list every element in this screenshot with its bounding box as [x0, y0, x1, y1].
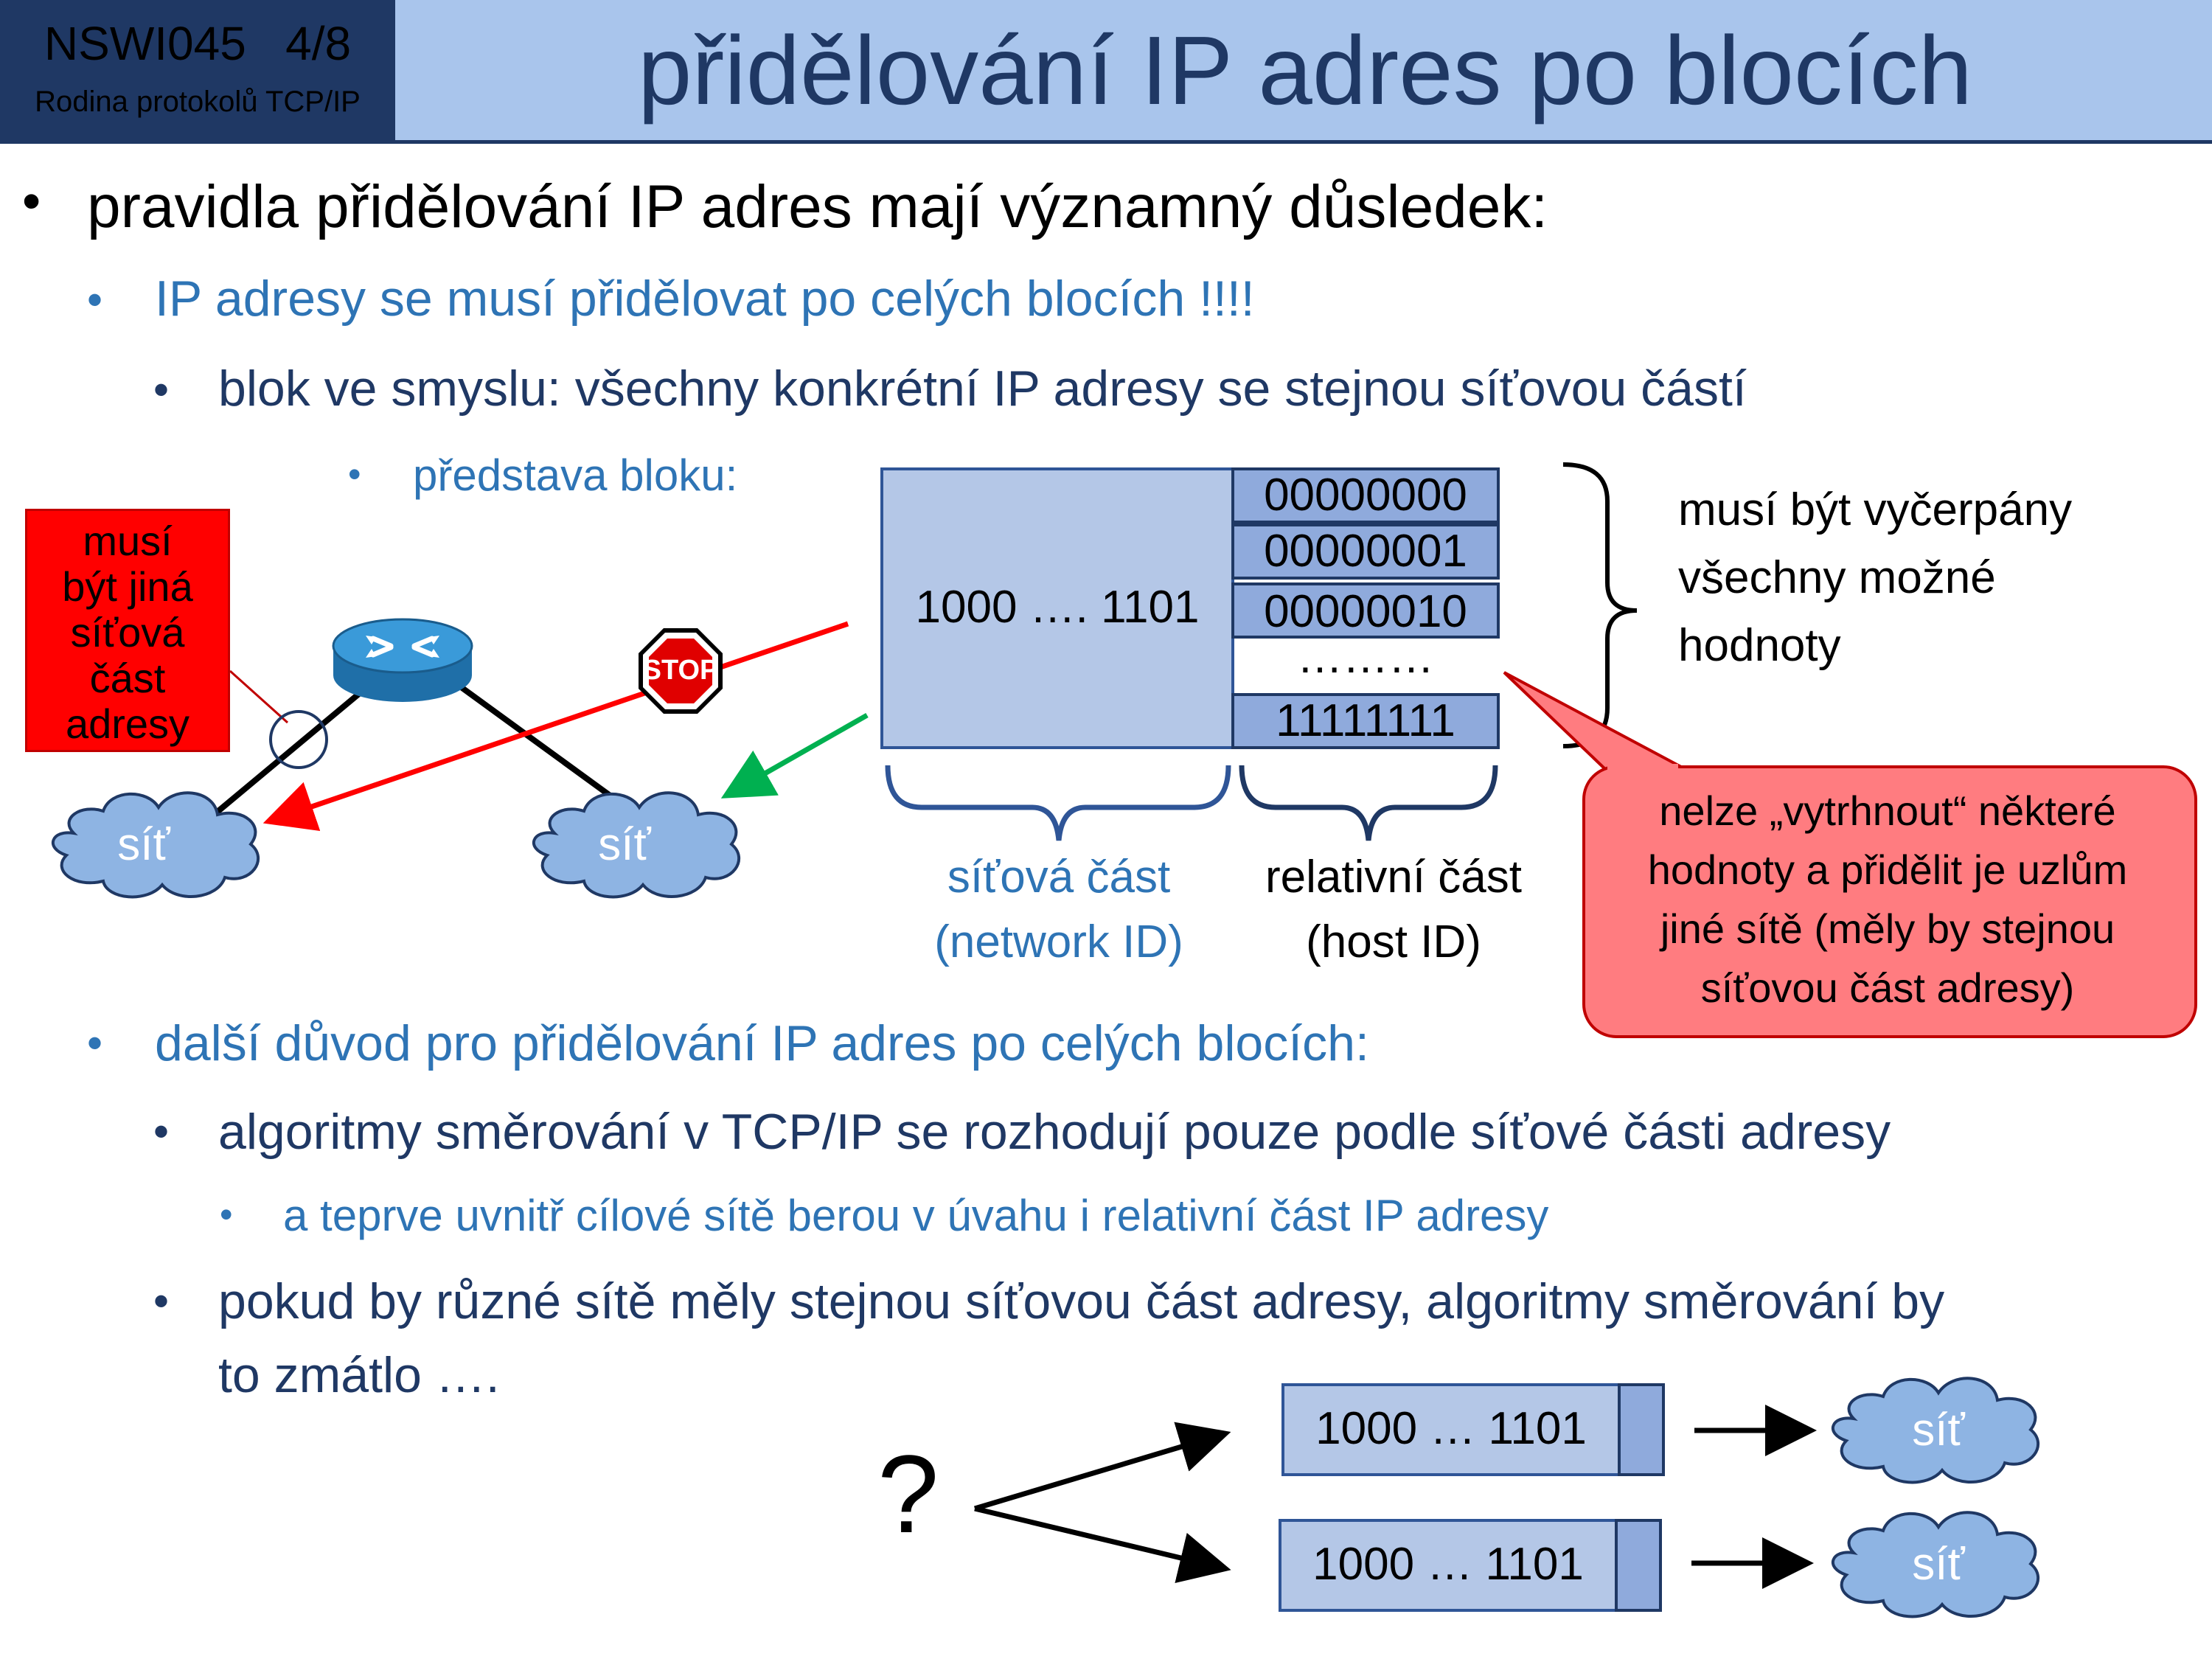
network-label-1: síťová část	[947, 852, 1171, 902]
exhaust-brace	[1562, 462, 1638, 748]
host-row	[1231, 467, 1500, 524]
course-code: NSWI045 4/8	[44, 17, 352, 70]
interface-marker	[269, 710, 328, 769]
question-mark: ?	[877, 1432, 939, 1556]
address-box-1	[1281, 1383, 1621, 1476]
cloud-icon	[51, 791, 260, 899]
address-host-1	[1618, 1383, 1665, 1476]
pink-callout-line: hodnoty a přidělit je uzlům	[1647, 846, 2128, 893]
bullet-1-1-1: blok ve smyslu: všechny konkrétní IP adr…	[218, 361, 1747, 417]
course-box	[0, 0, 395, 140]
address-box-2	[1279, 1519, 1618, 1612]
bullet-2-1-1: a teprve uvnitř cílové sítě berou v úvah…	[283, 1191, 1549, 1240]
network-part-box	[880, 467, 1234, 749]
bullet-2-1: algoritmy směrování v TCP/IP se rozhoduj…	[218, 1104, 1891, 1160]
host-value-2: 00000010	[1264, 586, 1467, 637]
network-part-value: 1000 …. 1101	[915, 582, 1200, 633]
host-value-0: 00000000	[1264, 470, 1467, 521]
bullet-2-2-line2: to zmátlo ….	[218, 1347, 500, 1403]
network-label-2: (network ID)	[934, 917, 1183, 967]
pink-callout-line: síťovou část adresy)	[1700, 964, 2075, 1011]
bullet-marker: •	[153, 365, 170, 414]
bullet-1-1-1-1: představa bloku:	[413, 451, 738, 500]
network-brace	[885, 765, 1231, 841]
address-1-text: 1000 … 1101	[1315, 1403, 1587, 1454]
host-value-last: 11111111	[1276, 695, 1455, 746]
bullet-marker: •	[153, 1276, 170, 1326]
host-label-2: (host ID)	[1306, 917, 1481, 967]
pink-callout-text: nelze „vytrhnout“ některé hodnoty a přid…	[1593, 782, 2183, 1018]
pink-callout-joint	[1607, 764, 1678, 774]
pink-callout-pointer	[1503, 671, 1687, 772]
red-callout-connector	[229, 669, 289, 724]
cloud-icon	[1831, 1377, 2040, 1484]
address-host-2	[1615, 1519, 1662, 1612]
bullet-2-2-line1: pokud by různé sítě měly stejnou síťovou…	[218, 1273, 1945, 1329]
cloud-label-bottom-1: síť	[1912, 1405, 1965, 1455]
bullet-marker: •	[348, 453, 361, 495]
red-callout-line: být jiná	[62, 563, 193, 610]
bullet-marker: •	[22, 172, 41, 231]
exhaust-text-2: všechny možné	[1678, 552, 1996, 603]
host-row	[1231, 524, 1500, 580]
bullet-1-1: IP adresy se musí přidělovat po celých b…	[155, 271, 1255, 327]
exhaust-text-3: hodnoty	[1678, 620, 1841, 671]
cloud-icon	[1831, 1511, 2040, 1618]
red-callout-line: adresy	[65, 700, 190, 747]
red-callout-line: část	[89, 655, 166, 701]
red-callout-line: musí	[83, 518, 173, 564]
pink-callout-line: jiné sítě (měly by stejnou	[1660, 905, 2115, 952]
stop-sign-icon	[639, 628, 723, 714]
cloud-label-right: síť	[598, 819, 651, 870]
bullet-marker: •	[87, 275, 103, 324]
host-value-1: 00000001	[1264, 526, 1467, 577]
bullet-marker: •	[220, 1194, 233, 1235]
header-divider	[0, 140, 2212, 144]
route-arrow-down	[974, 1506, 1231, 1583]
slide-title: přidělování IP adres po blocích	[637, 16, 1973, 125]
exhaust-text-1: musí být vyčerpány	[1678, 484, 2073, 535]
course-subtitle: Rodina protokolů TCP/IP	[35, 86, 361, 118]
router-icon	[332, 618, 473, 702]
stop-sign-label: STOP	[642, 655, 719, 686]
pink-callout-line: nelze „vytrhnout“ některé	[1659, 787, 2116, 834]
host-label-1: relativní část	[1265, 852, 1523, 902]
bullet-marker: •	[153, 1107, 170, 1156]
red-callout: musí být jiná síťová část adresy	[25, 509, 230, 752]
bullet-1: pravidla přidělování IP adres mají význa…	[87, 173, 1548, 240]
bullet-marker: •	[87, 1018, 103, 1068]
pink-callout-box	[1582, 765, 2197, 1038]
host-row	[1231, 693, 1500, 749]
cloud-icon	[532, 791, 741, 899]
cloud-label-bottom-2: síť	[1912, 1539, 1965, 1590]
red-callout-line: síťová	[70, 609, 185, 655]
bullet-2: další důvod pro přidělování IP adres po …	[155, 1015, 1369, 1071]
blocked-route-arrow	[262, 621, 849, 832]
address-2-text: 1000 … 1101	[1312, 1539, 1584, 1590]
route-arrow-up	[973, 1422, 1231, 1512]
host-row	[1231, 582, 1500, 639]
cloud-label-left: síť	[117, 819, 170, 870]
host-value-ellipsis: ………	[1297, 632, 1434, 683]
allowed-route-arrow	[720, 712, 869, 799]
host-brace	[1239, 765, 1498, 841]
